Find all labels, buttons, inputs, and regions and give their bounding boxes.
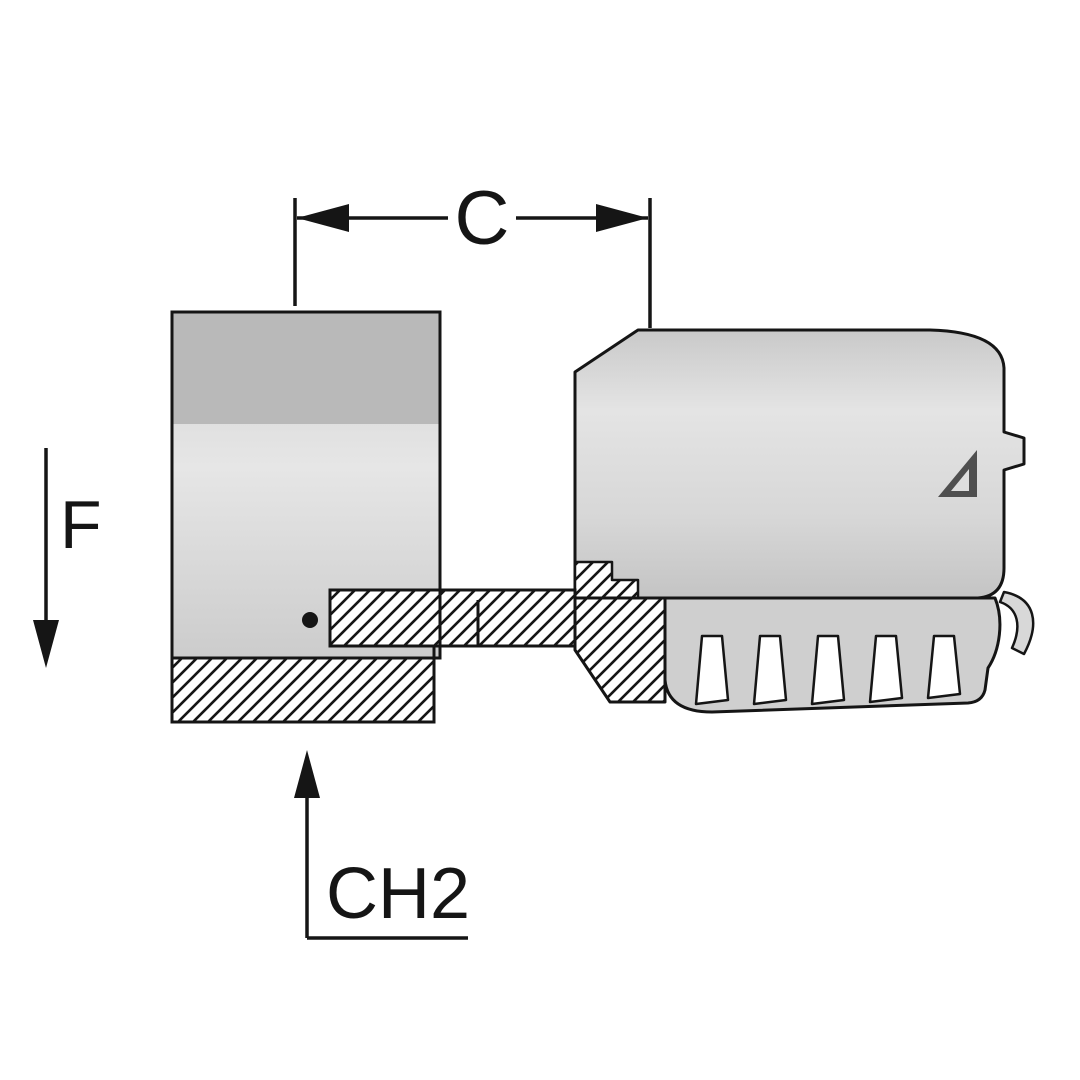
crimp-slot	[810, 634, 846, 706]
dimension-f: F	[33, 448, 102, 668]
dimension-arrow-down-icon	[33, 620, 59, 668]
dimension-arrow-up-icon	[294, 750, 320, 798]
dimension-c: C	[293, 176, 652, 328]
swivel-nut	[170, 310, 480, 724]
crimp-slot	[868, 634, 904, 704]
dimension-label-ch2: CH2	[326, 854, 470, 934]
crimp-slot	[694, 634, 730, 706]
stem-hatch-overlap	[328, 588, 442, 648]
ferrule	[573, 328, 1035, 656]
dimension-ch2: CH2	[294, 750, 470, 940]
dimension-arrow-right-icon	[596, 204, 648, 232]
nut-skirt-step	[432, 600, 480, 658]
nut-hex-section	[170, 656, 436, 724]
crimp-slot	[752, 634, 788, 706]
o-ring-dot	[302, 612, 318, 628]
dimension-label-c: C	[455, 176, 510, 261]
ferrule-section-block	[573, 596, 667, 704]
ferrule-body	[573, 328, 1026, 600]
crimp-slot	[926, 634, 962, 700]
nut-top-band	[172, 312, 440, 424]
dimension-label-f: F	[60, 487, 102, 563]
ferrule-crimp-teeth	[663, 596, 1002, 714]
ferrule-lip-curl	[998, 590, 1035, 656]
manufacturer-logo-icon	[938, 450, 977, 497]
dimension-arrow-left-icon	[297, 204, 349, 232]
